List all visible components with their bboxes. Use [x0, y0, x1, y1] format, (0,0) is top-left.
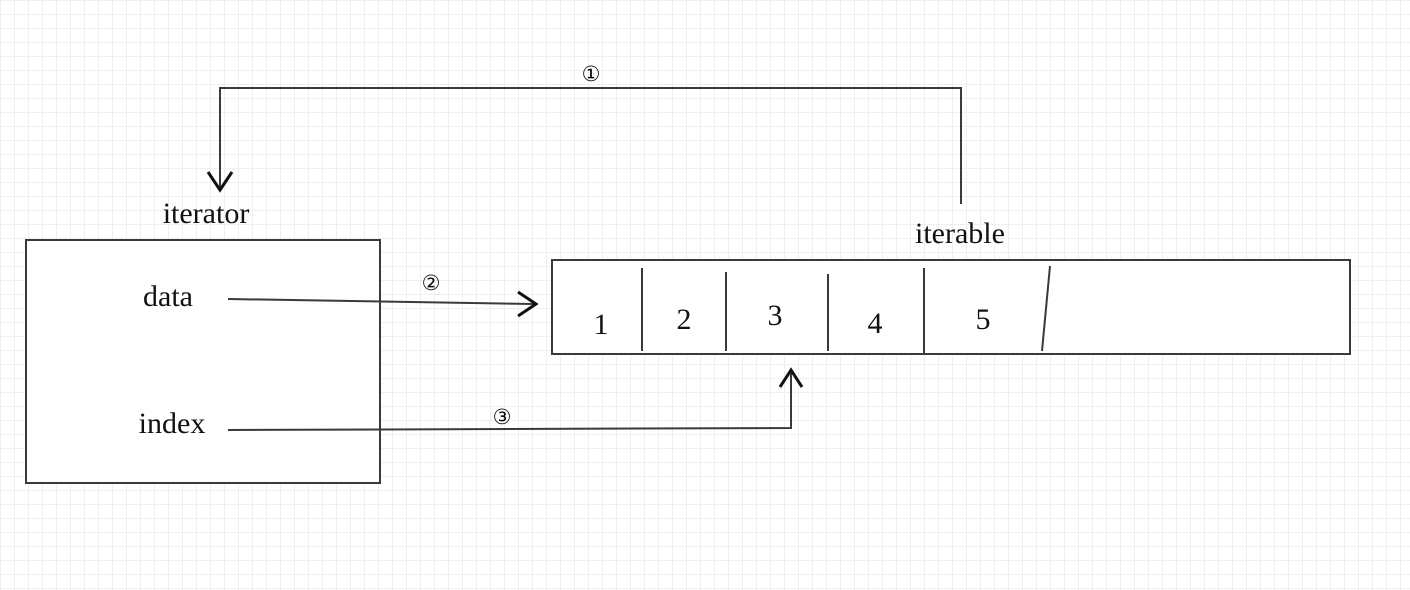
- iterator-title: iterator: [163, 197, 250, 230]
- cell-divider: [1041, 265, 1051, 352]
- array-cell-2: 2: [677, 303, 692, 336]
- array-cell-3: 3: [768, 299, 783, 332]
- step1-badge: ①: [582, 62, 601, 86]
- iterator-node[interactable]: iterator data index: [25, 197, 381, 484]
- step2-arrowhead: [517, 290, 539, 318]
- step1-line: [219, 87, 962, 204]
- step2-badge: ②: [422, 271, 441, 295]
- array-cell-4: 4: [868, 307, 883, 340]
- iterator-data-label: data: [143, 280, 193, 313]
- step3-badge: ③: [493, 405, 512, 429]
- step1-arrowhead: [206, 171, 234, 193]
- step2-line: [227, 298, 535, 305]
- step2-connector[interactable]: ②: [227, 271, 539, 318]
- step3-arrowhead: [778, 367, 804, 388]
- array-cell-1: 1: [594, 308, 609, 341]
- step1-connector[interactable]: ①: [206, 62, 962, 204]
- iterable-array-box: [551, 259, 1351, 355]
- step3-connector[interactable]: ③: [227, 367, 804, 431]
- step3-line: [227, 372, 792, 431]
- iterable-node[interactable]: iterable 1 2 3 4 5: [551, 217, 1351, 355]
- iterator-index-label: index: [139, 407, 206, 440]
- iterable-title: iterable: [915, 217, 1005, 250]
- array-cell-5: 5: [976, 303, 991, 336]
- iterator-box: [25, 239, 381, 484]
